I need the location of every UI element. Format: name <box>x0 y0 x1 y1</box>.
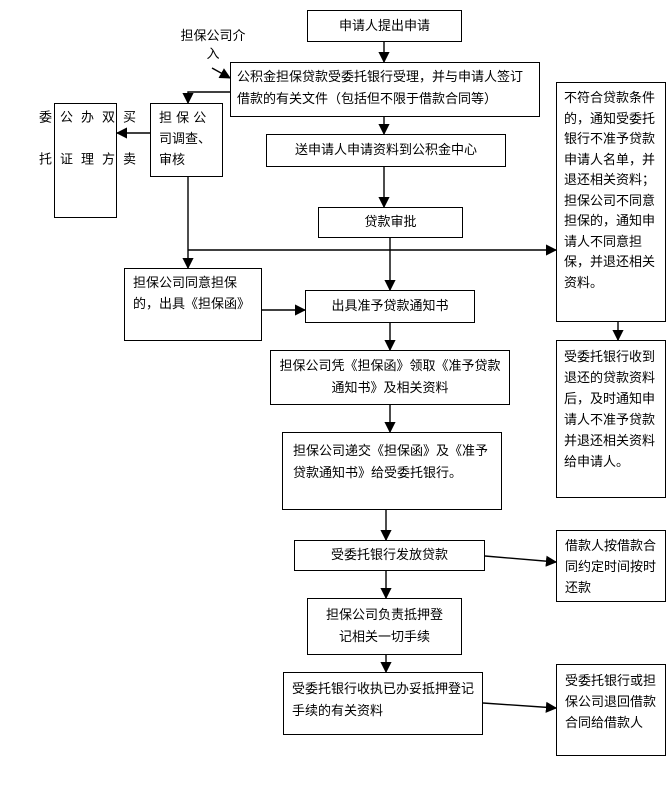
node-bank-return: 受委托银行收到退还的贷款资料后，及时通知申请人不准予贷款并退还相关资料给申请人。 <box>556 340 666 498</box>
node-return-contract: 受委托银行或担保公司退回借款合同给借款人 <box>556 664 666 756</box>
node-deliver: 担保公司递交《担保函》及《准予贷款通知书》给受委托银行。 <box>282 432 502 510</box>
node-apply: 申请人提出申请 <box>307 10 462 42</box>
node-send-materials: 送申请人申请资料到公积金中心 <box>266 134 506 167</box>
arrow-accept-investigate <box>182 91 230 105</box>
node-receive-docs: 受委托银行收执已办妥抵押登记手续的有关资料 <box>283 672 483 735</box>
node-accept: 公积金担保贷款受委托银行受理，并与申请人签订借款的有关文件（包括但不限于借款合同… <box>230 62 540 117</box>
node-guarantor-investigate: 担 保 公 司调查、审核 <box>150 103 223 177</box>
label-guarantor-join: 担保公司介入 <box>180 29 246 62</box>
arrow-receive-return <box>482 701 558 713</box>
node-reject: 不符合贷款条件的，通知受委托银行不准予贷款申请人名单，并退还相关资料；担保公司不… <box>556 82 666 322</box>
node-notice: 出具准予贷款通知书 <box>305 290 475 323</box>
arrow-join-accept <box>211 67 231 79</box>
node-disburse: 受委托银行发放贷款 <box>294 540 485 571</box>
node-collect-notice: 担保公司凭《担保函》领取《准予贷款通知书》及相关资料 <box>270 350 510 405</box>
node-guarantor-agree: 担保公司同意担保的，出具《担保函》 <box>124 268 262 341</box>
node-repay: 借款人按借款合同约定时间按时还款 <box>556 530 666 602</box>
node-register: 担保公司负责抵押登记相关一切手续 <box>307 598 462 655</box>
node-buyer-seller: 买 卖 双 方 办 理 公 证 委 托 <box>36 103 135 218</box>
arrow-disburse-repay <box>484 555 558 567</box>
node-approval: 贷款审批 <box>318 207 463 238</box>
